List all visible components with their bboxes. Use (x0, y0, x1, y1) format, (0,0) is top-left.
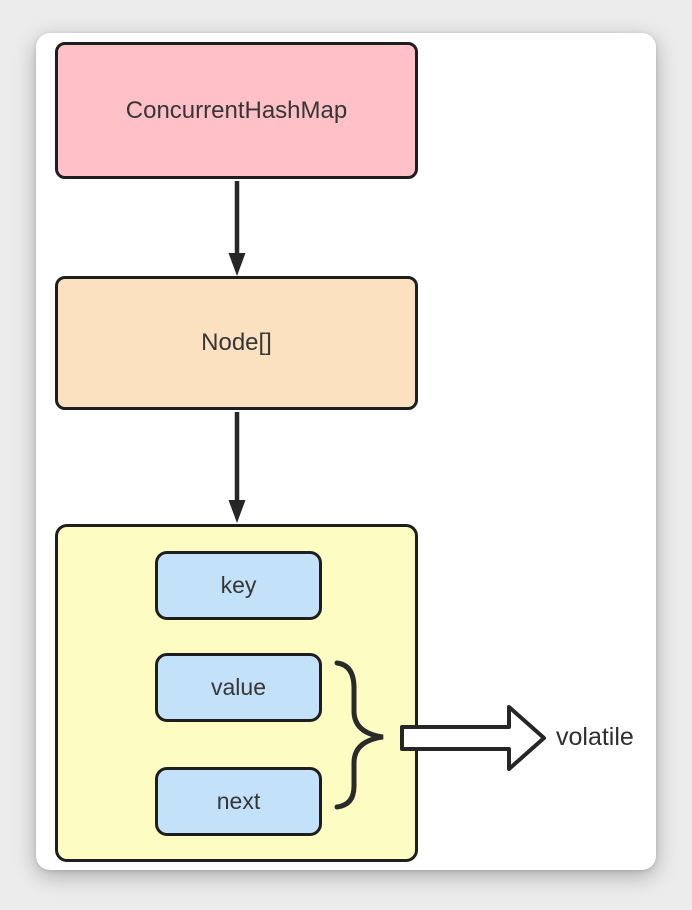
node-concurrenthashmap: ConcurrentHashMap (55, 42, 418, 179)
field-next-label: next (216, 788, 261, 814)
field-value: value (155, 653, 322, 722)
diagram-panel: ConcurrentHashMap Node[] key value next (36, 33, 656, 870)
node-array-label: Node[] (201, 329, 272, 356)
node-array: Node[] (55, 276, 418, 410)
volatile-annotation: volatile (556, 723, 634, 751)
field-value-label: value (211, 674, 266, 700)
field-next: next (155, 767, 322, 836)
field-key: key (155, 551, 322, 620)
field-key-label: key (220, 572, 257, 598)
node-concurrenthashmap-label: ConcurrentHashMap (125, 96, 348, 124)
